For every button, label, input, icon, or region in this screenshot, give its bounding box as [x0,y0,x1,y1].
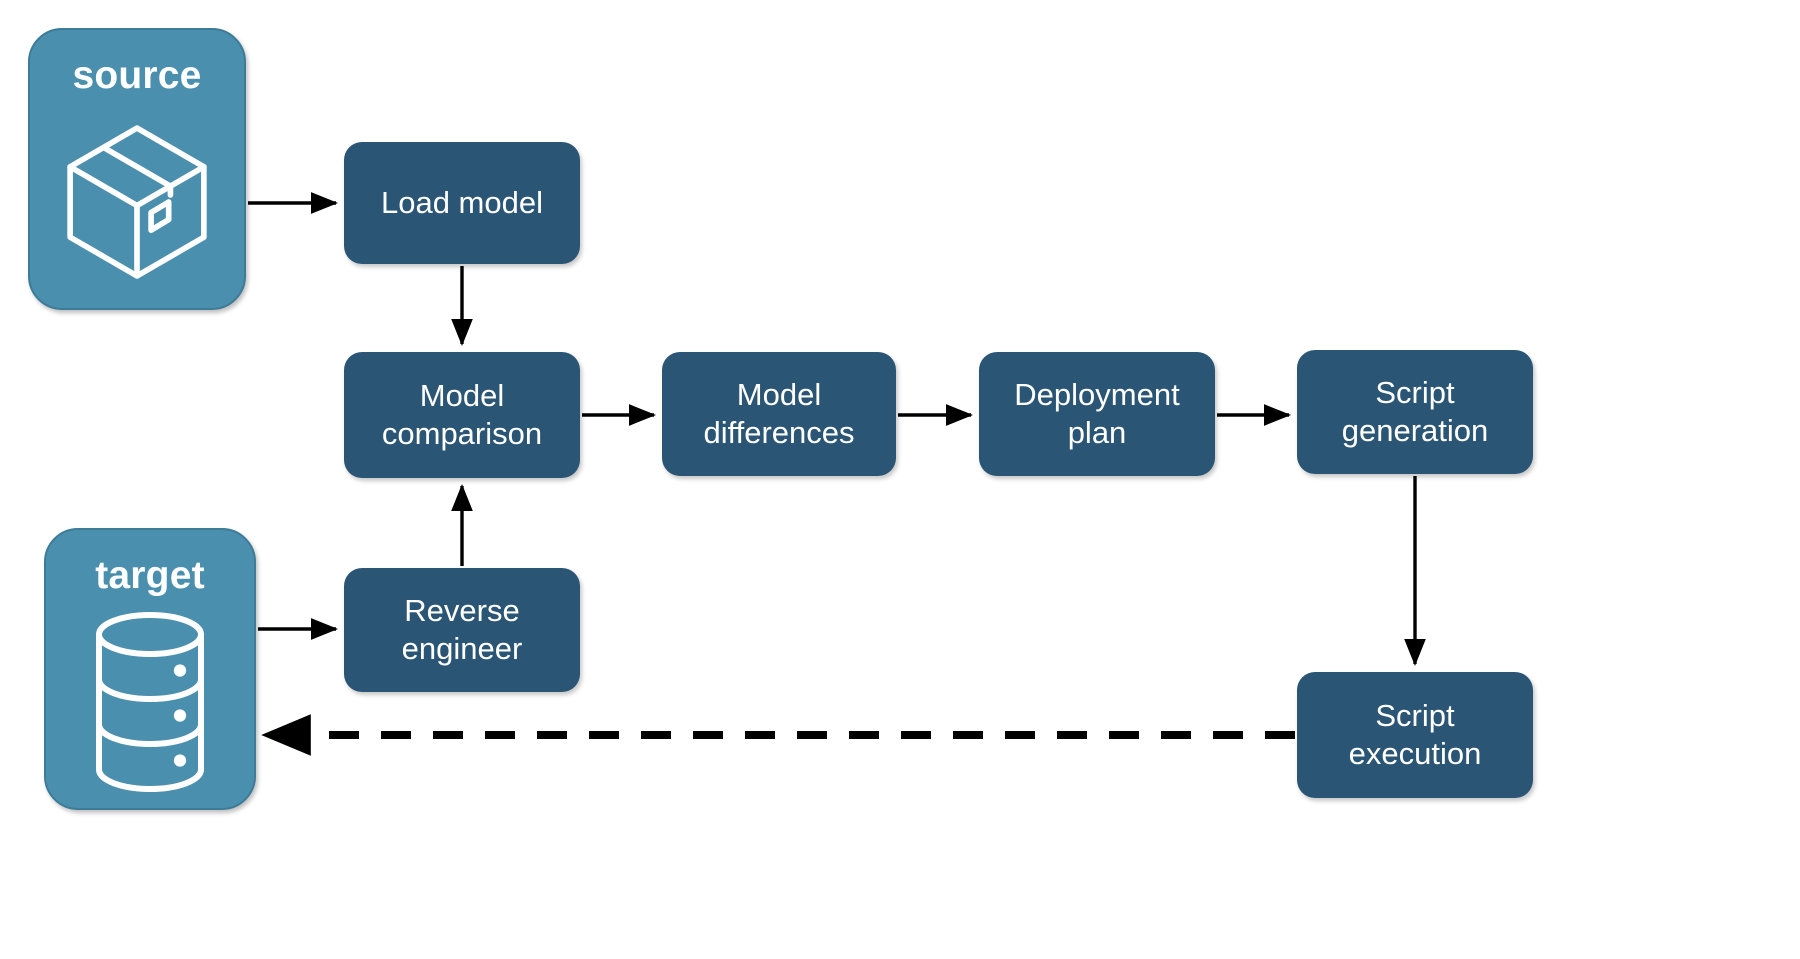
process-box-script-execution[interactable]: Script execution [1297,672,1533,798]
process-box-deployment-plan[interactable]: Deployment plan [979,352,1215,476]
process-label-script-execution: Script execution [1348,698,1482,771]
endpoint-label-source: source [72,54,202,97]
process-label-script-generation: Script generation [1341,375,1489,448]
process-label-model-differences: Model differences [703,377,855,450]
endpoint-card-source[interactable]: source [28,28,246,310]
endpoint-glyph-source [30,95,244,308]
process-label-deployment-plan: Deployment plan [1014,377,1180,450]
database-cylinder-icon [96,611,204,792]
process-box-model-comparison[interactable]: Model comparison [344,352,580,478]
package-box-icon [67,124,207,279]
endpoint-card-target[interactable]: target [44,528,256,810]
process-label-reverse-engineer: Reverse engineer [401,593,523,666]
process-label-load-model: Load model [380,185,543,221]
process-box-reverse-engineer[interactable]: Reverse engineer [344,568,580,692]
process-box-script-generation[interactable]: Script generation [1297,350,1533,474]
endpoint-glyph-target [46,595,254,808]
process-label-model-comparison: Model comparison [381,378,543,451]
endpoint-label-target: target [95,554,205,597]
process-box-model-differences[interactable]: Model differences [662,352,896,476]
process-box-load-model[interactable]: Load model [344,142,580,264]
